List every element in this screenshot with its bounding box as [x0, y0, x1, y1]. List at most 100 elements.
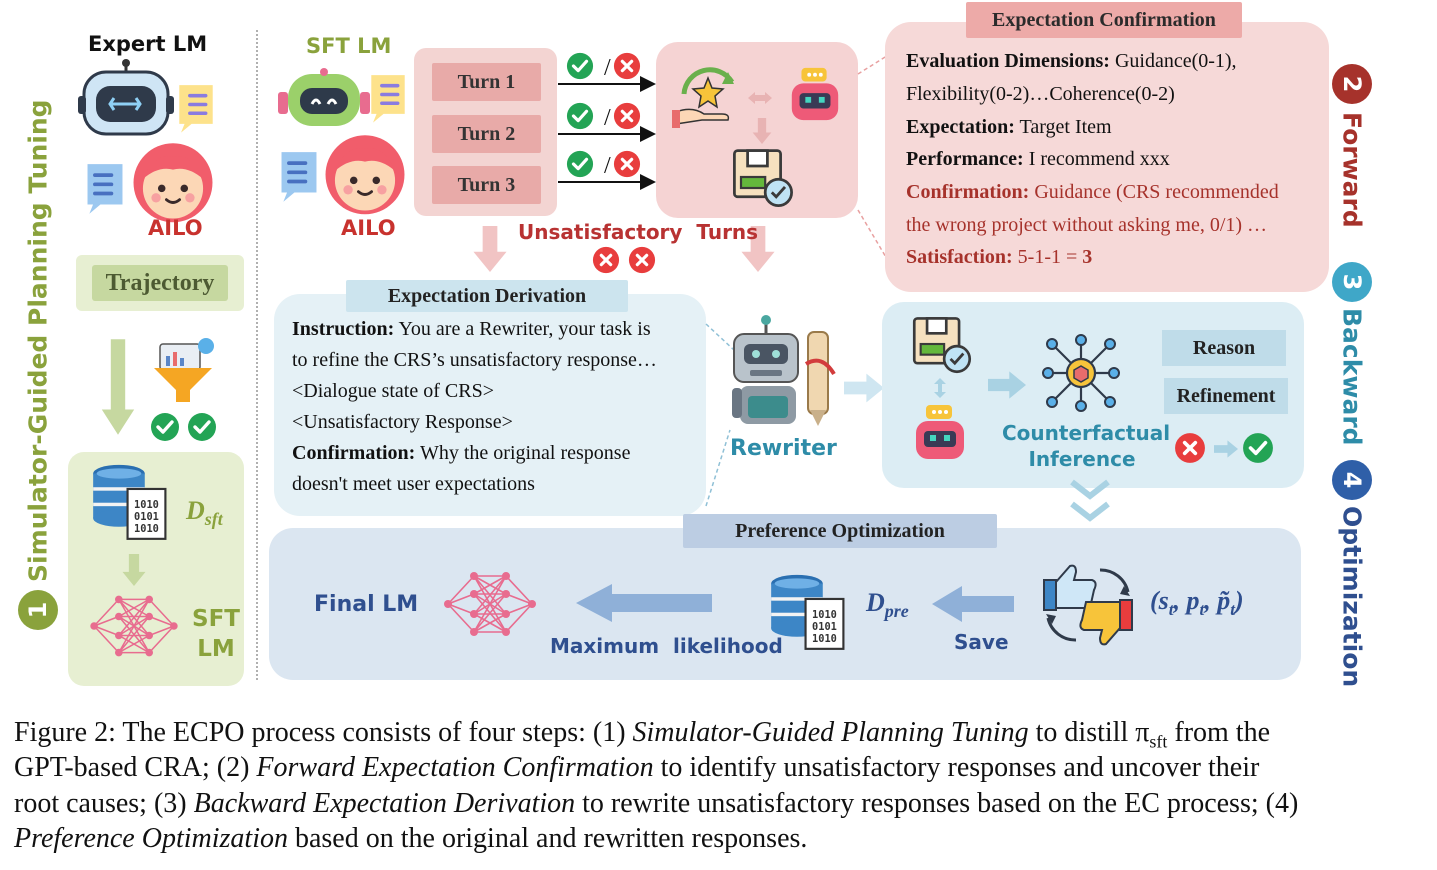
turn-evaluation-marks: / / / — [558, 52, 656, 190]
rating-star-icon — [672, 67, 735, 128]
turn-1: Turn 1 — [432, 63, 541, 101]
step3-title-text: Backward — [1338, 308, 1367, 446]
database-icon — [88, 458, 174, 544]
step3-number: 3 — [1338, 274, 1366, 291]
svg-text:/: / — [604, 153, 611, 179]
ailo-label: AILO — [341, 216, 396, 240]
caption-line: GPT-based CRA; (2) Forward Expectation C… — [14, 752, 1260, 783]
ed-line: Confirmation: Why the original response — [292, 442, 631, 464]
counterfactual-network-icon — [1042, 334, 1120, 412]
sft-lm-title: SFT LM — [306, 34, 392, 58]
save-box-icon — [910, 312, 974, 376]
ed-line: to refine the CRS’s unsatisfactory respo… — [292, 349, 657, 371]
right-arrow-icon — [844, 370, 884, 406]
turn-3: Turn 3 — [432, 166, 541, 204]
sft-robot-icon — [278, 68, 370, 126]
maximum-likelihood-label: Maximum likelihood — [550, 634, 783, 658]
ailo-label: AILO — [148, 216, 203, 240]
right-arrow-icon — [988, 368, 1026, 402]
preference-thumbs-icon — [1043, 564, 1133, 646]
ec-line: the wrong project without asking me, 0/1… — [906, 214, 1268, 236]
step2-title: 2 Forward — [1332, 64, 1372, 228]
caption-line: Preference Optimization based on the ori… — [14, 823, 808, 854]
d-pre-label: Dpre — [866, 588, 909, 622]
expert-lm-label: Expert LM — [88, 32, 208, 56]
connector-lines — [705, 323, 735, 507]
exchange-arrow-icon — [748, 92, 772, 104]
ed-line: Instruction: You are a Rewriter, your ta… — [292, 318, 651, 340]
expectation-derivation-panel — [274, 294, 706, 516]
svg-text:/: / — [604, 105, 611, 131]
crs-robot-icon — [786, 62, 844, 128]
expectation-derivation-title: Expectation Derivation — [346, 280, 628, 312]
crs-robot-icon — [910, 402, 970, 464]
connector-lines — [857, 53, 891, 265]
left-arrow-icon — [576, 584, 712, 622]
ed-line: doesn't meet user expectations — [292, 473, 535, 495]
svg-text:/: / — [604, 55, 611, 81]
expert-robot-icon — [78, 59, 174, 136]
reason-label: Reason — [1162, 330, 1286, 366]
step3-title: 3 Backward — [1332, 262, 1372, 446]
step4-number: 4 — [1338, 472, 1366, 489]
trajectory-label: Trajectory — [92, 265, 228, 301]
final-lm-label: Final LM — [314, 592, 419, 617]
database-icon — [764, 568, 854, 654]
x-icon — [628, 246, 656, 274]
check-icon — [187, 412, 217, 442]
down-arrow-icon — [750, 118, 774, 144]
step2-title-text: Forward — [1338, 112, 1367, 228]
ailo-user-icon — [126, 132, 220, 226]
ec-line: Performance: I recommend xxx — [906, 148, 1170, 170]
preference-tuple-label: (st, pt, p̃t) — [1150, 586, 1244, 620]
step1-number: 1 — [24, 602, 52, 619]
neural-network-icon — [84, 588, 184, 664]
ec-line: Confirmation: Guidance (CRS recommended — [906, 181, 1279, 203]
ed-line: <Dialogue state of CRS> — [292, 380, 494, 402]
expectation-confirmation-panel — [885, 22, 1329, 292]
x-icon — [1174, 432, 1206, 464]
step1-number-badge — [18, 590, 58, 630]
d-sft-label: Dsft — [186, 496, 223, 530]
speech-bubble-icon — [174, 80, 218, 136]
step4-title: 4 Optimization — [1332, 460, 1372, 687]
preference-optimization-title: Preference Optimization — [683, 514, 997, 548]
down-arrow-icon — [470, 226, 510, 272]
down-arrow-icon — [116, 554, 152, 586]
speech-bubble-icon — [366, 70, 410, 126]
caption-line: root causes; (3) Backward Expectation De… — [14, 788, 1299, 819]
check-icon — [150, 412, 180, 442]
save-box-icon — [730, 144, 796, 210]
right-arrow-icon — [1214, 438, 1238, 460]
ec-line: Expectation: Target Item — [906, 116, 1112, 138]
section-divider — [256, 30, 258, 680]
ailo-user-icon — [318, 124, 412, 218]
exchange-arrow-icon — [934, 378, 946, 398]
neural-network-icon — [440, 564, 540, 644]
unsatisfactory-turns-label: Unsatisfactory Turns — [518, 220, 759, 244]
chevron-down-icon — [1070, 479, 1110, 522]
ec-line: Flexibility(0-2)…Coherence(0-2) — [906, 83, 1175, 105]
rewriter-label: Rewriter — [730, 436, 837, 461]
ec-line: Evaluation Dimensions: Guidance(0-1), — [906, 50, 1237, 72]
step2-number: 2 — [1338, 76, 1366, 93]
x-icon — [592, 246, 620, 274]
check-icon — [1242, 432, 1274, 464]
down-arrow-icon — [101, 339, 135, 435]
step1-title-text: Simulator-Guided Planning Tuning — [24, 99, 53, 582]
filter-funnel-icon — [154, 338, 214, 402]
rewriter-robot-icon — [732, 315, 836, 426]
caption-line: Figure 2: The ECPO process consists of f… — [14, 717, 1271, 752]
ed-line: <Unsatisfactory Response> — [292, 411, 513, 433]
speech-bubble-icon — [276, 148, 322, 204]
left-arrow-icon — [932, 586, 1014, 622]
speech-bubble-icon — [82, 160, 128, 216]
step1-title: 1 Simulator-Guided Planning Tuning — [4, 90, 68, 650]
save-label: Save — [954, 630, 1009, 654]
ec-line: Satisfaction: 5-1-1 = 3 — [906, 246, 1093, 268]
expectation-confirmation-title: Expectation Confirmation — [966, 2, 1242, 38]
refinement-label: Refinement — [1164, 378, 1288, 414]
step4-title-text: Optimization — [1338, 506, 1367, 687]
